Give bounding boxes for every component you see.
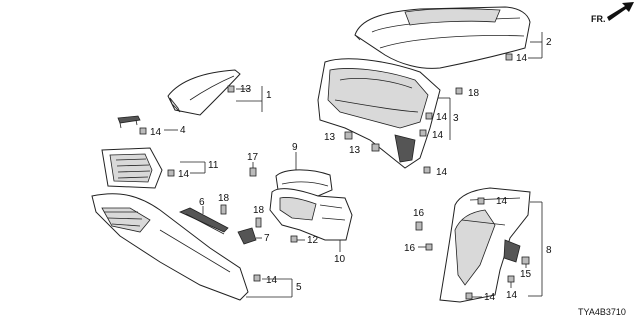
callout-6: 6 xyxy=(199,197,205,208)
clip-icon xyxy=(139,127,147,135)
clip-icon xyxy=(371,143,380,152)
callout-17: 17 xyxy=(247,152,259,163)
clip-icon xyxy=(465,292,473,300)
callout-11: 11 xyxy=(208,160,219,171)
callout-1: 1 xyxy=(266,90,272,101)
part-2-upper-cover xyxy=(354,6,531,69)
callout-12: 12 xyxy=(307,235,319,246)
callout-16: 16 xyxy=(404,243,416,254)
part-7-bracket xyxy=(237,227,257,245)
callout-3: 3 xyxy=(453,113,459,124)
front-arrow-icon xyxy=(607,2,634,21)
part-1-corner-trim xyxy=(167,69,241,116)
callout-8: 8 xyxy=(546,245,552,256)
callout-14: 14 xyxy=(178,169,190,180)
callout-18: 18 xyxy=(218,193,230,204)
part-11-vent-panel xyxy=(101,147,163,189)
callout-14: 14 xyxy=(432,130,444,141)
part-3-meter-bezel xyxy=(317,58,441,169)
callout-7: 7 xyxy=(264,233,270,244)
callout-14: 14 xyxy=(496,196,508,207)
callout-10: 10 xyxy=(334,254,346,265)
part-6-trim-strip xyxy=(178,207,229,235)
callout-18: 18 xyxy=(468,88,480,99)
part-4-small-bracket xyxy=(117,115,141,129)
callout-14: 14 xyxy=(436,167,448,178)
callout-5: 5 xyxy=(296,282,302,293)
clip-icon xyxy=(415,221,423,231)
callout-14: 14 xyxy=(484,292,496,303)
clip-icon xyxy=(344,131,353,140)
callout-15: 15 xyxy=(520,269,532,280)
callout-18: 18 xyxy=(253,205,265,216)
part-5-lower-panel xyxy=(91,193,249,301)
callout-13: 13 xyxy=(240,84,252,95)
callout-9: 9 xyxy=(292,142,298,153)
clip-icon xyxy=(419,129,427,137)
clip-icon xyxy=(167,169,175,177)
clip-icon xyxy=(425,112,433,120)
callout-14: 14 xyxy=(436,112,448,123)
callout-14: 14 xyxy=(506,290,518,301)
callout-14: 14 xyxy=(266,275,278,286)
part-8-side-panel xyxy=(439,187,531,303)
clip-icon xyxy=(220,204,227,215)
clip-icon xyxy=(253,274,261,282)
clip-icon xyxy=(423,166,431,174)
clip-icon xyxy=(227,85,235,93)
callout-14: 14 xyxy=(516,53,528,64)
part-10-column-cover-lower xyxy=(269,188,353,241)
clip-icon xyxy=(521,256,530,265)
front-direction-indicator: FR. xyxy=(591,2,634,24)
callout-14: 14 xyxy=(150,127,162,138)
clip-icon xyxy=(507,275,515,283)
callout-16: 16 xyxy=(413,208,425,219)
clip-icon xyxy=(255,217,262,228)
callout-4: 4 xyxy=(180,125,186,136)
callout-2: 2 xyxy=(546,37,552,48)
clip-icon xyxy=(249,167,257,177)
callout-13: 13 xyxy=(324,132,336,143)
clip-icon xyxy=(425,243,433,251)
callout-13: 13 xyxy=(349,145,361,156)
clip-icon xyxy=(290,235,298,243)
clip-icon xyxy=(505,53,513,61)
clip-icon xyxy=(477,197,485,205)
clip-icon xyxy=(455,87,463,95)
diagram-code: TYA4B3710 xyxy=(578,307,626,317)
front-direction-label: FR. xyxy=(591,14,606,24)
